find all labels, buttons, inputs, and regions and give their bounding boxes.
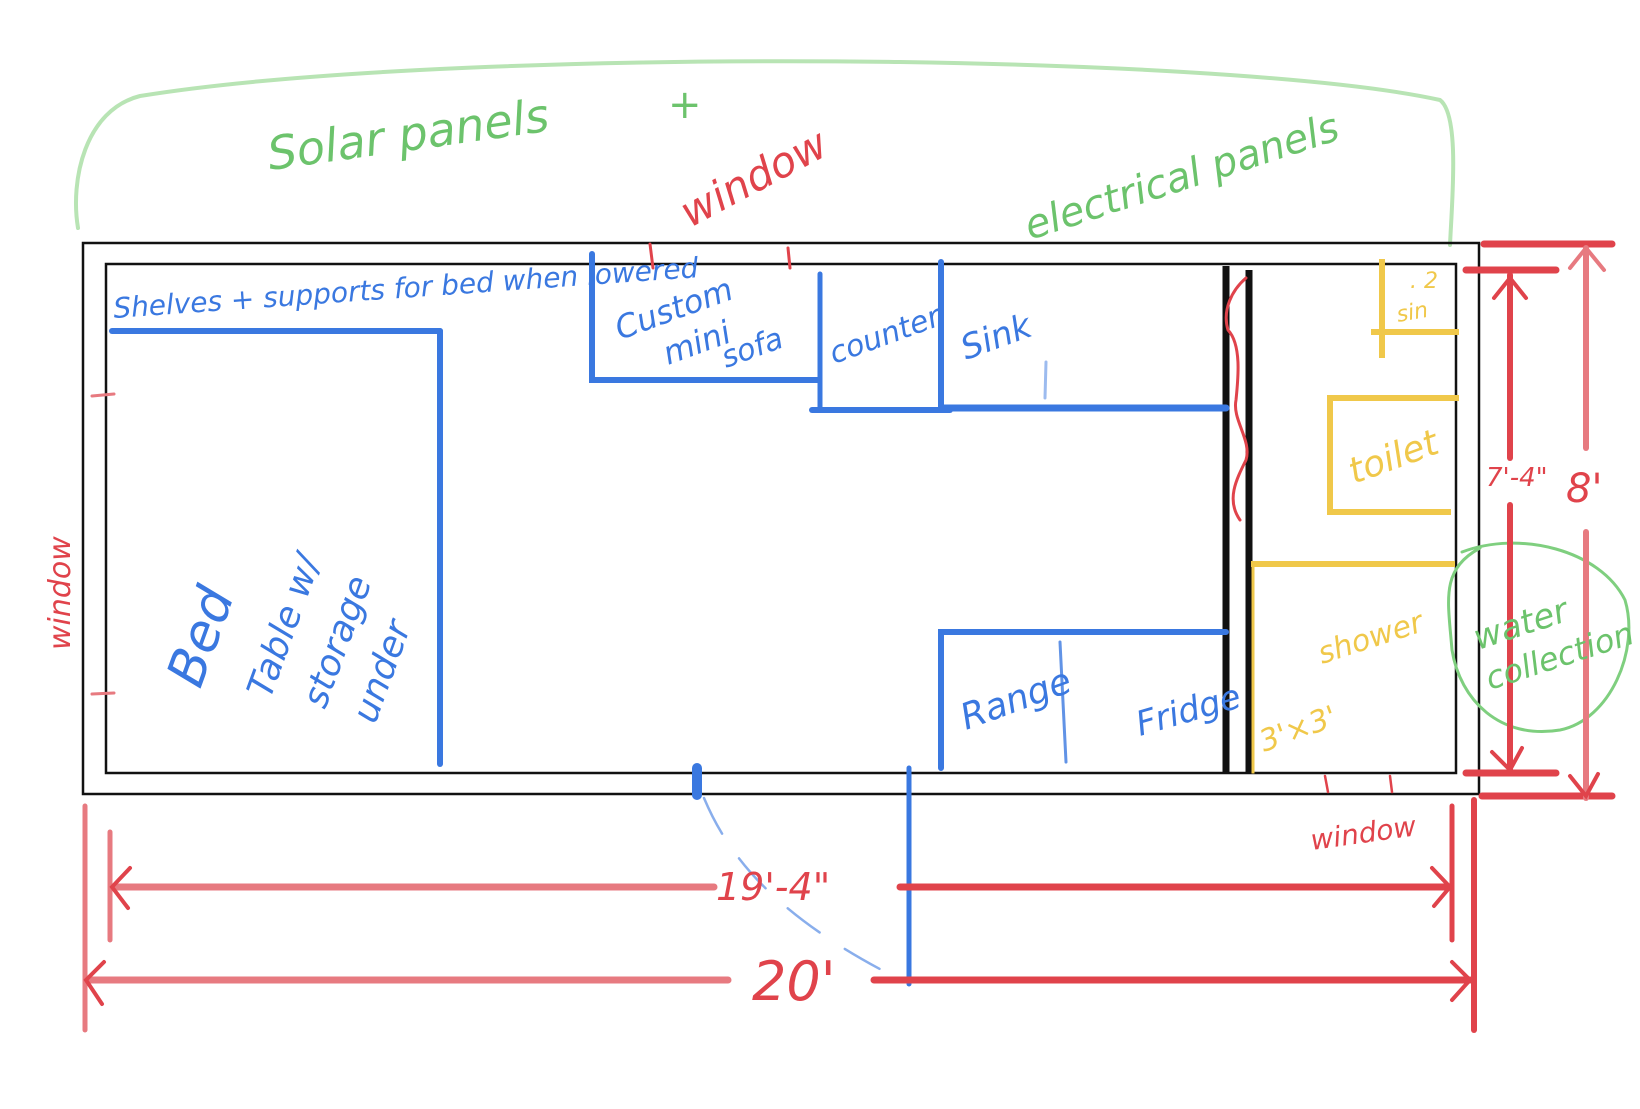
window-bottom-tick-left [1323, 774, 1330, 794]
toilet-outline [1327, 395, 1459, 515]
label-toilet: toilet [1343, 422, 1446, 493]
interior-wall [104, 262, 1458, 775]
range-fridge-outline [938, 629, 1229, 771]
label-counter: counter [825, 299, 947, 372]
dim-ext-arrow-right [1450, 960, 1473, 1002]
sink-tick [1043, 360, 1048, 400]
sofa-outline [589, 251, 821, 383]
window-left-tick-bottom [90, 691, 116, 696]
label-exterior-width: 8' [1566, 466, 1602, 512]
dim-ext-arrow-down [1568, 772, 1600, 800]
dim-int-arrow-up [1492, 274, 1528, 300]
door-swing-arc [702, 796, 907, 984]
water-collection-circle [1447, 541, 1631, 733]
label-plus: + [668, 82, 702, 128]
solar-roof-bracket [74, 59, 1456, 247]
window-top-tick-left [648, 242, 655, 270]
label-bed: Bed [156, 578, 247, 694]
dim-ext-arrow-left [83, 960, 106, 1006]
bathroom-door-curtain [1224, 276, 1249, 522]
exterior-wall [81, 241, 1481, 796]
window-top-tick-right [786, 246, 792, 270]
label-solar-panels: Solar panels [264, 88, 552, 181]
label-shower: shower [1314, 604, 1429, 671]
label-window-bottom: window [1308, 809, 1418, 856]
label-window-left: window [43, 536, 78, 650]
label-sink: Sink [955, 306, 1038, 369]
label-range: Range [955, 661, 1077, 739]
label-electrical-panels: electrical panels [1019, 104, 1345, 249]
label-exterior-length: 20' [752, 950, 836, 1013]
range-fridge-divider [1058, 640, 1068, 764]
dim-int-arrow-left [109, 866, 132, 910]
dim-int-arrow-right [1430, 866, 1453, 908]
dim-int-arrow-down [1490, 746, 1524, 774]
label-interior-width: 7'-4" [1486, 463, 1548, 493]
window-bottom-tick-right [1388, 774, 1394, 794]
label-interior-length: 19'-4" [716, 865, 830, 909]
label-bath-sink-note: . 2 [1410, 269, 1438, 294]
label-shower-size: 3'×3' [1255, 699, 1342, 759]
window-left-tick-top [90, 392, 116, 398]
dim-ext-arrow-up [1568, 244, 1606, 272]
label-bath-sink: sin [1395, 298, 1430, 328]
label-window-top: window [672, 118, 836, 236]
